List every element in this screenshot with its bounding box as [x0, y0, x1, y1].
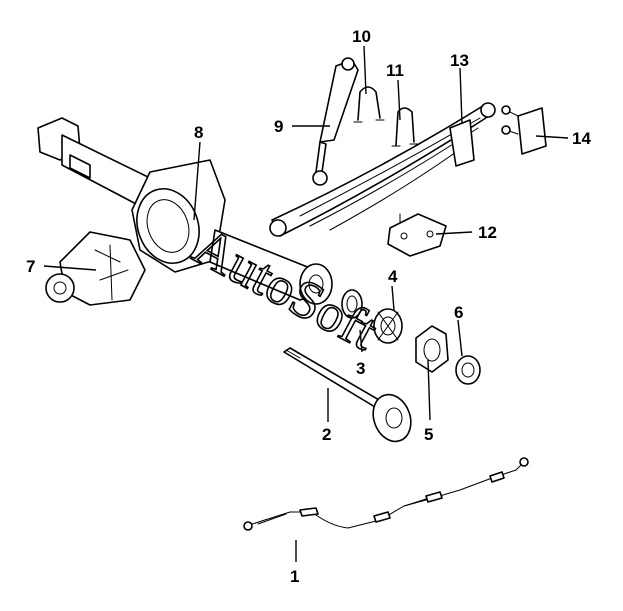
- callout-6-label: 6: [454, 303, 463, 322]
- brake-backing-plate: [415, 325, 449, 373]
- callout-11-label: 11: [386, 61, 404, 80]
- callout-9-label: 9: [274, 117, 283, 136]
- callout-2-label: 2: [322, 425, 331, 444]
- spring-shackle: [501, 105, 547, 155]
- callout-7-label: 7: [26, 257, 35, 276]
- callout-10-label: 10: [352, 27, 371, 46]
- parking-brake-cable: [243, 457, 529, 531]
- spring-seat-plate: [387, 213, 447, 257]
- axle-shaft: [283, 347, 412, 443]
- callout-4-label: 4: [388, 267, 398, 286]
- axle-housing: [37, 117, 333, 305]
- u-bolt-10: [353, 86, 385, 123]
- callout-3-label: 3: [356, 359, 365, 378]
- callout-12-label: 12: [478, 223, 497, 242]
- leader-lines: [43, 45, 569, 562]
- callout-5-label: 5: [424, 425, 433, 444]
- callout-13-label: 13: [450, 51, 469, 70]
- watermark-text: AutoSoft: [184, 216, 387, 362]
- callout-8-label: 8: [194, 123, 203, 142]
- shock-absorber: [312, 57, 359, 186]
- oil-seal: [341, 289, 363, 319]
- differential-carrier: [45, 231, 146, 306]
- callout-1-label: 1: [290, 567, 299, 586]
- callout-14-label: 14: [572, 129, 591, 148]
- bearing-retainer-ring: [455, 355, 481, 385]
- leaf-spring: [269, 102, 496, 237]
- u-bolt-11: [391, 107, 419, 147]
- axle-bearing: [373, 308, 403, 344]
